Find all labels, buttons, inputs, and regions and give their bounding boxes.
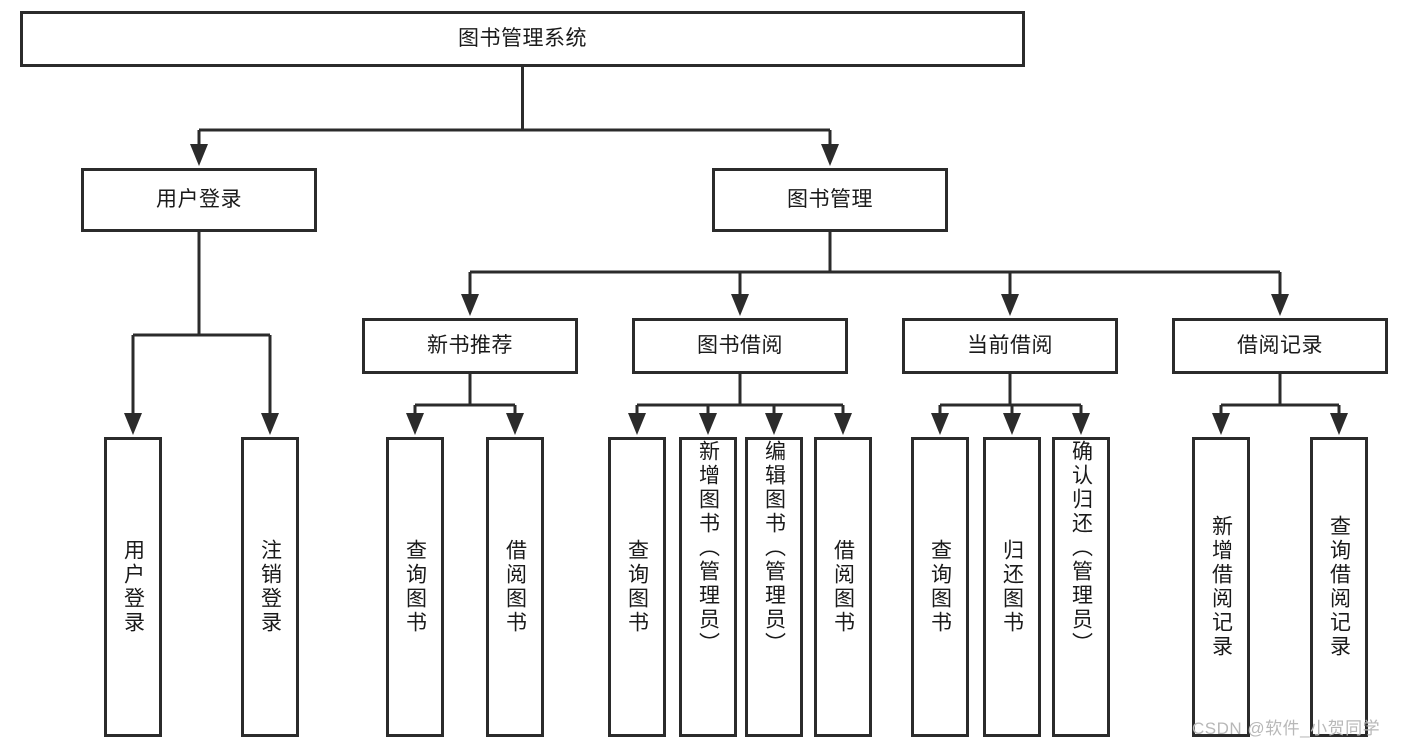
- node-leaf-brw-query[interactable]: 查询图书: [608, 437, 666, 737]
- node-label: 借阅图书: [831, 539, 855, 635]
- node-label: 查询图书: [928, 539, 952, 635]
- node-leaf-cur-return[interactable]: 归还图书: [983, 437, 1041, 737]
- node-current-borrow[interactable]: 当前借阅: [902, 318, 1118, 374]
- node-label: 图书借阅: [697, 333, 783, 357]
- node-book-admin[interactable]: 图书管理: [712, 168, 948, 232]
- node-label: 图书管理: [787, 187, 873, 211]
- node-root[interactable]: 图书管理系统: [20, 11, 1025, 67]
- node-label: 查询借阅记录: [1327, 515, 1351, 659]
- node-label: 用户登录: [156, 187, 242, 211]
- node-leaf-user-logout[interactable]: 注销登录: [241, 437, 299, 737]
- node-label: 编辑图书（管理员）: [762, 440, 786, 656]
- node-label: 新书推荐: [427, 333, 513, 357]
- node-book-borrow[interactable]: 图书借阅: [632, 318, 848, 374]
- node-leaf-brw-lend[interactable]: 借阅图书: [814, 437, 872, 737]
- node-label: 归还图书: [1000, 539, 1024, 635]
- node-label: 图书管理系统: [458, 26, 587, 50]
- node-leaf-brw-edit[interactable]: 编辑图书（管理员）: [745, 437, 803, 737]
- node-user-login[interactable]: 用户登录: [81, 168, 317, 232]
- node-leaf-rec-add[interactable]: 新增借阅记录: [1192, 437, 1250, 737]
- node-label: 确认归还（管理员）: [1069, 440, 1093, 656]
- node-label: 新增图书（管理员）: [696, 440, 720, 656]
- watermark-text: CSDN @软件_小贺同学: [1192, 719, 1381, 738]
- node-borrow-record[interactable]: 借阅记录: [1172, 318, 1388, 374]
- node-label: 当前借阅: [967, 333, 1053, 357]
- node-label: 查询图书: [403, 539, 427, 635]
- node-label: 用户登录: [121, 539, 145, 635]
- node-leaf-rec-search[interactable]: 查询借阅记录: [1310, 437, 1368, 737]
- node-label: 新增借阅记录: [1209, 515, 1233, 659]
- node-leaf-rec-borrow[interactable]: 借阅图书: [486, 437, 544, 737]
- node-leaf-brw-add[interactable]: 新增图书（管理员）: [679, 437, 737, 737]
- node-leaf-user-login[interactable]: 用户登录: [104, 437, 162, 737]
- node-leaf-rec-query[interactable]: 查询图书: [386, 437, 444, 737]
- node-label: 注销登录: [258, 539, 282, 635]
- node-label: 查询图书: [625, 539, 649, 635]
- node-new-book-rec[interactable]: 新书推荐: [362, 318, 578, 374]
- node-leaf-cur-confirm[interactable]: 确认归还（管理员）: [1052, 437, 1110, 737]
- node-leaf-cur-query[interactable]: 查询图书: [911, 437, 969, 737]
- node-label: 借阅记录: [1237, 333, 1323, 357]
- node-label: 借阅图书: [503, 539, 527, 635]
